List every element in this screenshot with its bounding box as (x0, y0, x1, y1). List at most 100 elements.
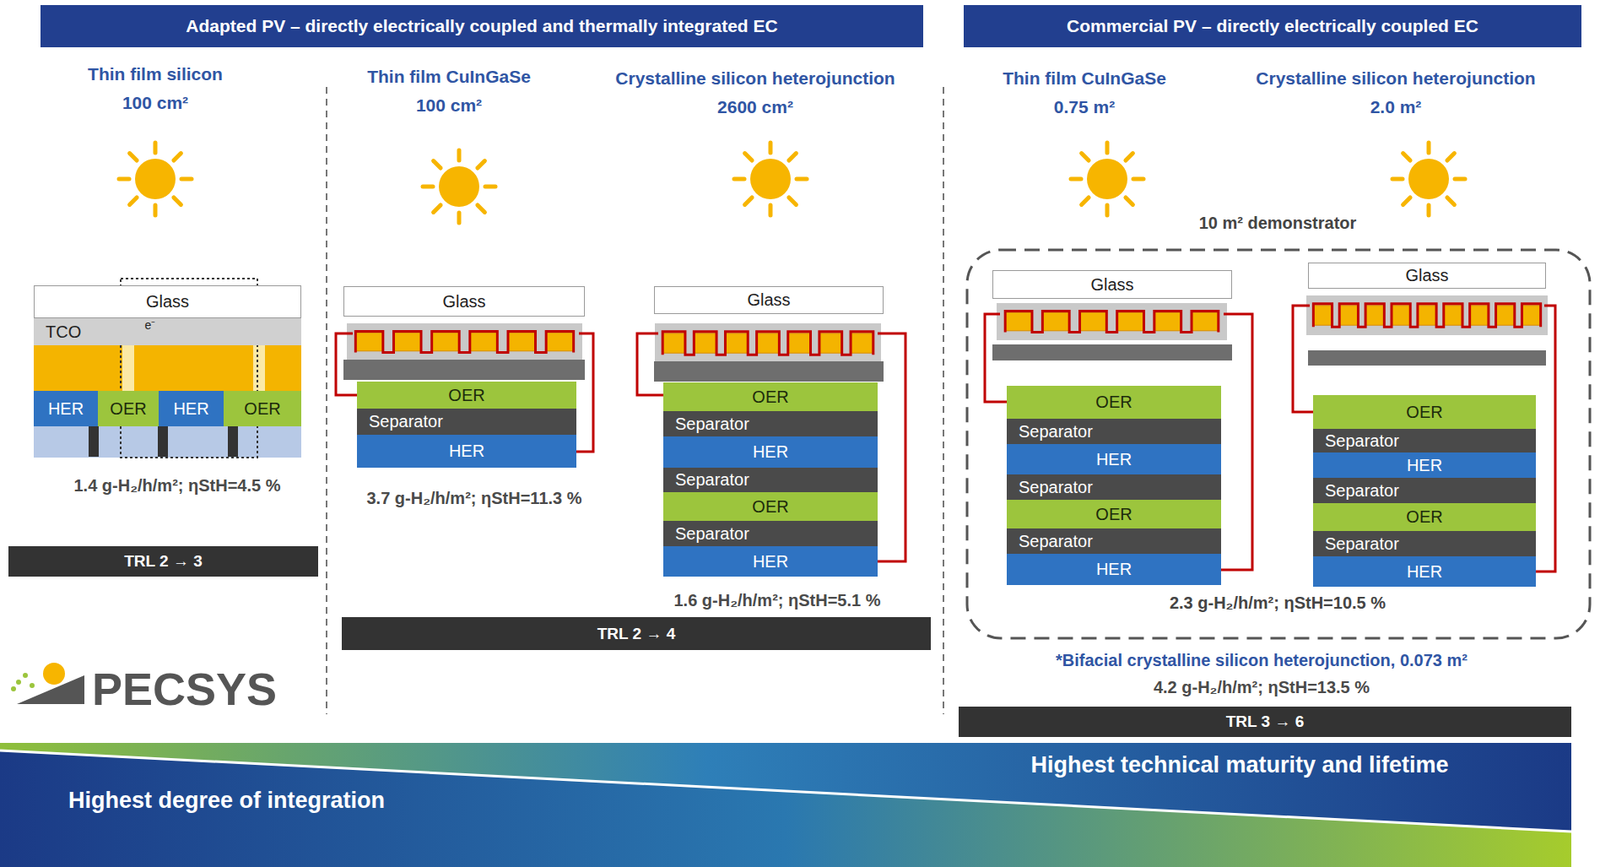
separator-layer: Separator (1006, 474, 1222, 500)
layer-label: Commercial PV – directly electrically co… (1066, 16, 1479, 36)
sun-icon (1086, 158, 1128, 200)
sun-ray (1070, 177, 1082, 182)
sun-ray (745, 153, 752, 161)
glass-layer: Glass (992, 270, 1233, 299)
separator-layer: Separator (663, 410, 878, 437)
logo-dot (22, 672, 28, 678)
back-contact (1308, 350, 1546, 366)
column-title: Thin film silicon (87, 64, 223, 84)
sun-ray (485, 184, 496, 190)
sun-ray (129, 153, 137, 161)
pv-cell (1313, 305, 1332, 325)
sun-ray (153, 142, 158, 153)
trl-bar: TRL 2 → 3 (8, 545, 319, 577)
oer-electrode: OER (223, 390, 302, 427)
result-text: 1.4 g-H₂/h/m²; ηStH=4.5 % (73, 475, 281, 495)
pv-cell (1339, 305, 1358, 325)
her-electrode: HER (1313, 452, 1536, 478)
sun-ray (1392, 177, 1403, 182)
electron-label: e⁻ (145, 318, 157, 332)
layer-label: TRL 3 → 6 (1226, 713, 1305, 730)
pv-cell (508, 332, 536, 352)
layer-label: TRL 2 → 3 (124, 552, 203, 570)
trl-bar: TRL 2 → 4 (341, 616, 931, 650)
group-heading: 10 m² demonstrator (963, 214, 1592, 233)
series-interconnect (662, 331, 874, 355)
electrical-wire (1221, 313, 1253, 570)
layer-label: OER (243, 400, 281, 418)
layer-label: Separator (1324, 481, 1400, 500)
oer-electrode: OER (1006, 385, 1222, 419)
pv-cell (1391, 305, 1411, 325)
series-interconnect (355, 330, 573, 352)
sun-icon (750, 158, 791, 200)
layer-label: HER (1096, 450, 1132, 469)
sun-ray (1133, 177, 1144, 182)
layer-label: Separator (675, 470, 750, 489)
pv-cell (1417, 305, 1437, 325)
layer-label: Separator (675, 415, 750, 433)
sun-icon (1408, 158, 1449, 200)
pv-cell (470, 332, 498, 352)
layer-label: Glass (1405, 266, 1449, 285)
logo-dot (29, 682, 35, 688)
sun-ray (118, 177, 130, 182)
sun-ray (477, 161, 485, 168)
sun-ray (789, 153, 796, 161)
sun-ray (789, 197, 796, 205)
pv-cell (756, 333, 780, 353)
pv-cell (850, 333, 874, 353)
area-label: 2600 cm² (717, 97, 794, 117)
layer-label: HER (48, 400, 84, 418)
pv-cell (662, 333, 686, 353)
sun-ray (1125, 197, 1133, 205)
column-divider (325, 86, 328, 714)
separator-layer: Separator (1313, 530, 1536, 557)
layer-label: HER (752, 552, 789, 571)
layer-label: OER (751, 497, 789, 516)
pv-cell (788, 333, 811, 353)
sun-ray (1081, 153, 1089, 161)
result-text: 1.6 g-H₂/h/m²; ηStH=5.1 % (673, 590, 881, 610)
her-electrode: HER (1006, 553, 1222, 585)
sun-ray (1081, 197, 1089, 205)
her-electrode: HER (33, 390, 98, 427)
column-title: Thin film CuInGaSe (367, 66, 531, 87)
electrical-wire (576, 333, 594, 452)
sun-ray (181, 177, 192, 182)
sun-ray (768, 142, 773, 153)
layer-label: Separator (1324, 432, 1400, 450)
oer-electrode: OER (356, 381, 577, 409)
logo-dot (10, 686, 17, 692)
sun-ray (1105, 205, 1110, 216)
tco-layer: TCO (33, 318, 302, 346)
pv-backing (996, 302, 1228, 341)
sun-icon (135, 158, 176, 200)
electrical-wire (1535, 305, 1556, 572)
pv-cell (1191, 312, 1219, 331)
pv-cell (1080, 312, 1108, 331)
glass-layer: Glass (33, 285, 302, 319)
sun-ray (433, 161, 441, 168)
layer-label: OER (1095, 393, 1132, 411)
series-interconnect (1005, 310, 1219, 332)
sun-icon (438, 166, 480, 207)
layer-label: Separator (1018, 532, 1093, 551)
area-label: 100 cm² (122, 92, 189, 113)
column-divider (942, 86, 945, 714)
pv-backing (654, 323, 882, 363)
separator-layer: Separator (1006, 528, 1222, 554)
back-contact (992, 344, 1233, 361)
layer-label: Glass (442, 292, 486, 311)
pv-cell (693, 333, 717, 353)
oer-electrode: OER (663, 382, 878, 411)
electrical-wire (984, 313, 1007, 402)
layer-label: HER (1406, 562, 1443, 581)
contact-pillar (227, 426, 238, 457)
separator-layer: Separator (663, 467, 878, 492)
sun-ray (153, 205, 158, 216)
pv-backing (1306, 295, 1548, 336)
glass-layer: Glass (654, 286, 884, 314)
sun-ray (1427, 142, 1432, 153)
